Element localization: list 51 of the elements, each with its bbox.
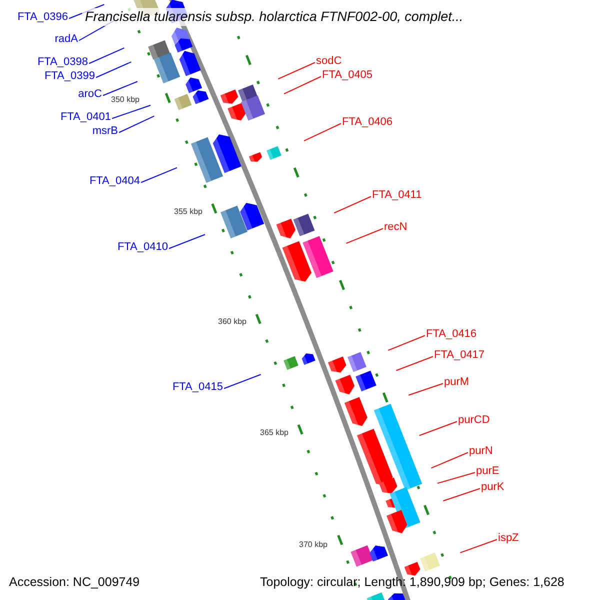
gene-label: FTA_0410 <box>117 241 168 254</box>
gene-label: FTA_0406 <box>342 116 393 129</box>
gene-label: purK <box>481 481 504 494</box>
leader-line <box>346 228 384 244</box>
leader-line <box>436 472 476 484</box>
leader-line <box>140 167 178 183</box>
scale-label: 360 kbp <box>218 317 246 326</box>
leader-line <box>304 123 342 142</box>
gene-label: FTA_0398 <box>37 56 88 69</box>
gene-label: msrB <box>92 125 118 138</box>
leader-line <box>334 196 372 214</box>
gene-label: FTA_0401 <box>60 111 111 124</box>
gene-label: sodC <box>316 55 342 68</box>
leader-line <box>102 81 138 96</box>
gene-label: FTA_0404 <box>89 175 140 188</box>
gene-label: purE <box>476 465 500 478</box>
scale-label: 355 kbp <box>174 207 202 216</box>
leader-line <box>430 452 468 469</box>
gene-label: purN <box>469 445 493 458</box>
leader-line <box>168 234 206 249</box>
leader-line <box>278 62 316 80</box>
gene-label: purCD <box>458 414 490 427</box>
map-info-text: Accession: NC_009749 <box>9 575 140 590</box>
leader-line <box>224 374 262 389</box>
gene-label: FTA_0405 <box>322 69 373 82</box>
gene-label: FTA_0417 <box>434 349 485 362</box>
leader-line <box>284 76 322 94</box>
map-info-text: Topology: circular; Length: 1,890,909 bp; Genes: 1,628 <box>260 575 564 590</box>
leader-line <box>96 61 132 78</box>
leader-line <box>88 47 125 64</box>
gene-label: FTA_0411 <box>372 189 422 202</box>
leader-line <box>418 421 458 436</box>
gene-label: FTA_0396 <box>17 11 68 24</box>
leader-line <box>442 488 480 502</box>
leader-line <box>388 335 426 351</box>
gene-label: FTA_0416 <box>426 328 477 341</box>
leader-line <box>112 104 152 119</box>
gene-label: radA <box>54 33 78 46</box>
leader-line <box>396 356 434 371</box>
leader-line <box>118 116 155 133</box>
gene-label: FTA_0415 <box>172 381 223 394</box>
scale-label: 350 kbp <box>111 95 140 104</box>
gene-label: aroC <box>78 88 102 101</box>
scale-label: 365 kbp <box>260 428 288 437</box>
leader-line <box>460 539 498 554</box>
leader-line <box>408 383 444 396</box>
gene-label: purM <box>444 376 470 389</box>
gene-label: FTA_0399 <box>44 70 95 83</box>
scale-label: 370 kbp <box>299 540 328 549</box>
gene-label: ispZ <box>498 532 519 545</box>
gene-label: recN <box>384 221 408 234</box>
